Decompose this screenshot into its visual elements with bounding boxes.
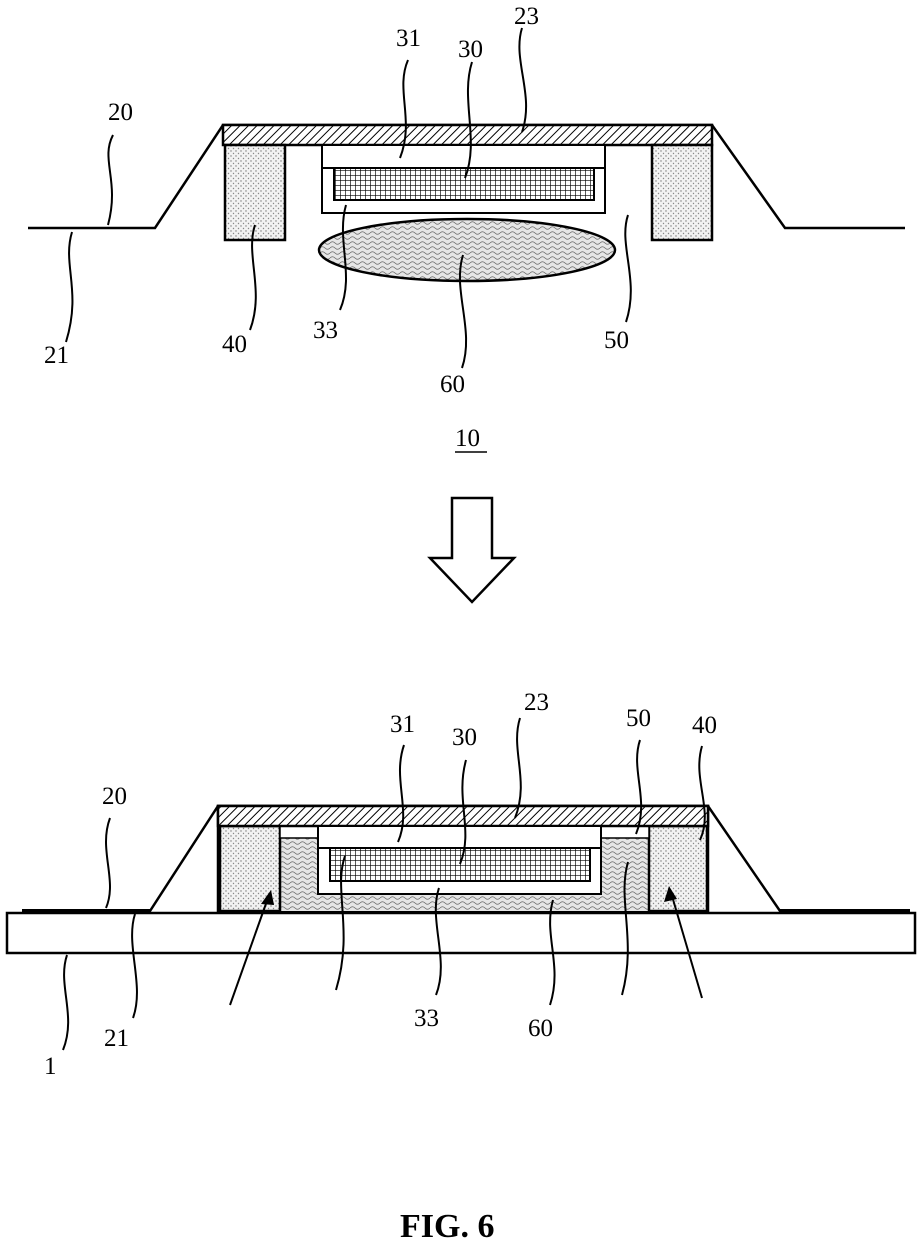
base-substrate xyxy=(7,913,915,953)
label-1: 1 xyxy=(44,1053,57,1080)
chip-core xyxy=(330,848,590,881)
label-21: 21 xyxy=(44,342,69,369)
figure-caption: FIG. 6 xyxy=(400,1208,494,1240)
label-60: 60 xyxy=(440,371,465,398)
label-60: 60 xyxy=(528,1015,553,1042)
label-21: 21 xyxy=(104,1025,129,1052)
leader-20 xyxy=(106,818,110,908)
label-31: 31 xyxy=(390,711,415,738)
support-block-right xyxy=(652,145,712,240)
adhesive-blob xyxy=(319,219,615,281)
label-23: 23 xyxy=(524,689,549,716)
label-30: 30 xyxy=(458,36,483,63)
label-33: 33 xyxy=(313,317,338,344)
leader-20 xyxy=(108,135,113,225)
label-40: 40 xyxy=(692,712,717,739)
leader-50 xyxy=(625,215,631,322)
cover-layer xyxy=(223,125,712,145)
chip-top-layer xyxy=(322,145,605,168)
bottom-diagram: 20 21 1 31 30 23 50 40 33 60 xyxy=(7,689,915,1080)
leader-23 xyxy=(519,28,526,132)
label-50: 50 xyxy=(604,327,629,354)
label-20: 20 xyxy=(102,783,127,810)
leader-23 xyxy=(515,718,521,818)
label-20: 20 xyxy=(108,99,133,126)
down-arrow-icon xyxy=(430,498,514,602)
chip-top-layer xyxy=(318,826,601,848)
label-40: 40 xyxy=(222,331,247,358)
leader-21 xyxy=(66,232,72,342)
label-31: 31 xyxy=(396,25,421,52)
chip-core xyxy=(334,168,594,200)
label-50: 50 xyxy=(626,705,651,732)
label-33: 33 xyxy=(414,1005,439,1032)
label-23: 23 xyxy=(514,3,539,30)
gap-left xyxy=(280,826,318,838)
label-30: 30 xyxy=(452,724,477,751)
gap-right xyxy=(601,826,649,838)
top-diagram: 20 21 31 30 23 40 33 50 60 10 xyxy=(28,3,905,452)
support-block-right xyxy=(649,826,707,911)
reference-number: 10 xyxy=(455,425,480,452)
leader-1 xyxy=(63,955,68,1050)
